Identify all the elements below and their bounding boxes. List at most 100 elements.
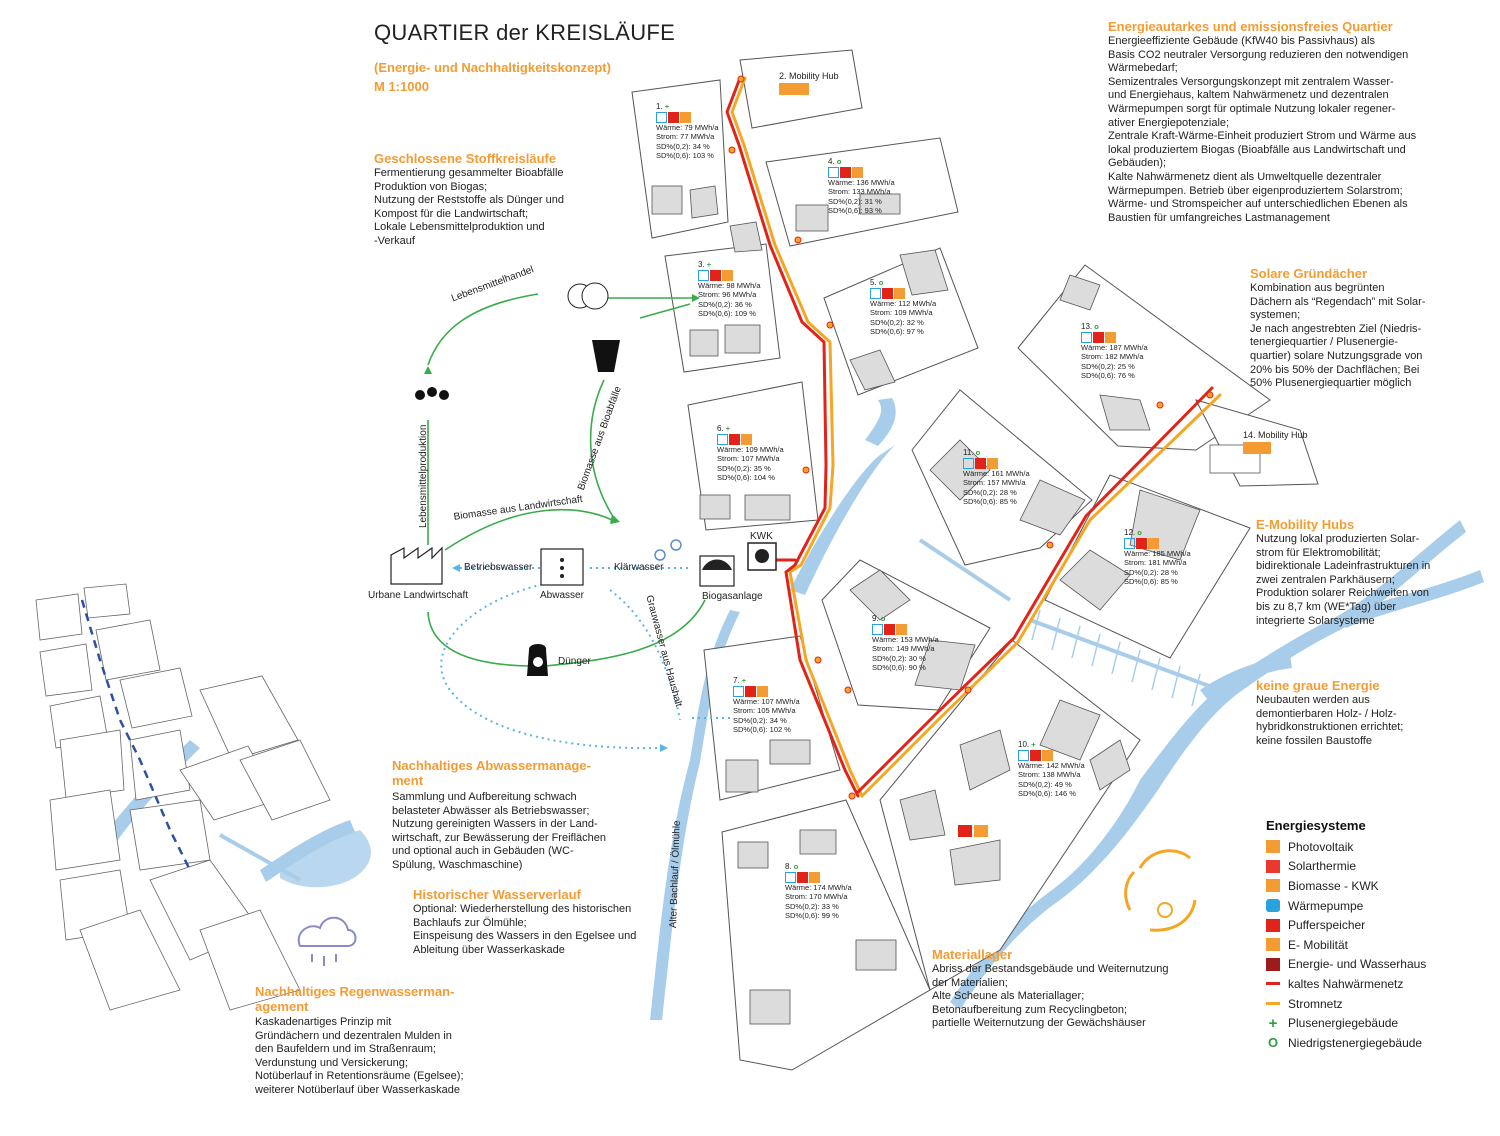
text-line: quartier) solare Nutzungsgrade von — [1250, 349, 1423, 362]
legend-item-emobilitaet: E- Mobilität — [1266, 935, 1486, 955]
building-number: 6. — [717, 424, 724, 433]
e-mobility-icon — [1243, 442, 1271, 454]
text-line: Bachlaufs zur Ölmühle; — [413, 916, 527, 929]
buffer-storage-icon — [884, 623, 895, 635]
text-line: Dächern als “Regendach” mit Solar- — [1250, 295, 1426, 308]
mobility-hub-2: 2. Mobility Hub — [779, 71, 839, 95]
building-footprints — [651, 185, 1261, 1025]
text-line: Einspeisung des Wassers in den Egelsee u… — [413, 930, 637, 943]
photovoltaic-icon — [1266, 840, 1280, 854]
emob-body: Nutzung lokal produzierten Solar- strom … — [1256, 533, 1430, 628]
waerme-value: Wärme: 174 MWh/a — [785, 882, 852, 892]
legend-label: Stromnetz — [1288, 996, 1343, 1011]
text-line: bidirektionale Ladeinfrastrukturen in — [1256, 560, 1431, 573]
strom-value: Strom: 109 MWh/a — [870, 308, 933, 318]
buffer-storage-icon — [1136, 537, 1147, 549]
buffer-storage-icon — [882, 287, 893, 299]
sd02-value: SD%(0,2): 28 % — [1124, 567, 1178, 577]
sd06-value: SD%(0,6): 97 % — [870, 327, 924, 337]
photovoltaic-icon — [1105, 331, 1116, 343]
buffer-storage-icon — [1093, 331, 1104, 343]
buffer-storage-icon — [797, 871, 808, 883]
text-line: Nutzung lokal produzierten Solar- — [1256, 533, 1420, 545]
sd06-value: SD%(0,6): 99 % — [785, 911, 839, 921]
legend-item-waermepumpe: Wärmepumpe — [1266, 896, 1486, 916]
sd02-value: SD%(0,2): 31 % — [828, 196, 882, 206]
text-line: demontierbaren Holz- / Holz- — [1256, 707, 1397, 720]
text-line: keine fossilen Baustoffe — [1256, 734, 1372, 747]
strom-value: Strom: 133 MWh/a — [828, 187, 891, 197]
sd06-value: SD%(0,6): 104 % — [717, 473, 775, 483]
heading-line: agement — [255, 999, 309, 1014]
building-5: 5. o Wärme: 112 MWh/a Strom: 109 MWh/a S… — [870, 278, 936, 337]
material-heading: Materiallager — [932, 947, 1013, 962]
building-number: 9. — [872, 614, 879, 623]
buffer-storage-icon — [1266, 918, 1280, 932]
sd02-value: SD%(0,2): 34 % — [733, 715, 787, 725]
flow-label-betriebswasser: Betriebswasser — [464, 562, 533, 573]
low-energy-mark: o — [793, 862, 799, 871]
legend-label: Wärmepumpe — [1288, 898, 1364, 913]
text-line: Lokale Lebensmittelproduktion und — [374, 221, 545, 234]
regen-heading: Nachhaltiges Regenwasserman- agement — [255, 984, 454, 1014]
photovoltaic-icon — [722, 269, 733, 281]
legend-item-photovoltaic: Photovoltaik — [1266, 837, 1486, 857]
heading-line: Nachhaltiges Abwassermanage- — [392, 758, 591, 773]
strom-value: Strom: 96 MWh/a — [698, 290, 757, 300]
biomass-icon — [1266, 879, 1280, 893]
waerme-value: Wärme: 112 MWh/a — [870, 298, 937, 308]
text-line: und optional auch in Gebäuden (WC- — [392, 845, 574, 858]
sd06-value: SD%(0,6): 93 % — [828, 206, 882, 216]
text-line: hybridkonstruktionen errichtet; — [1256, 721, 1404, 734]
text-line: 20% bis 50% der Dachflächen; Bei — [1250, 363, 1420, 376]
subtitle-line: (Energie- und Nachhaltigkeitskonzept) — [374, 60, 611, 75]
low-energy-mark: o — [880, 614, 886, 623]
material-body: Abriss der Bestandsgebäude und Weiternut… — [932, 963, 1168, 1031]
rain-cloud — [297, 916, 357, 966]
text-line: Alte Scheune als Materiallager; — [932, 990, 1085, 1003]
building-number: 12. — [1124, 528, 1136, 537]
sd06-value: SD%(0,6): 85 % — [1124, 577, 1178, 587]
building-9: 9. o Wärme: 153 MWh/a Strom: 149 MWh/a S… — [872, 614, 939, 673]
building-number: 1. — [656, 102, 663, 111]
stoffkreis-body: Fermentierung gesammelter Bioabfälle Pro… — [374, 167, 564, 249]
abwasser-heading: Nachhaltiges Abwassermanage- ment — [392, 758, 591, 788]
text-line: 50% Plusenergiequartier möglich — [1250, 377, 1412, 390]
building-number: 13. — [1081, 322, 1093, 331]
text-line: den Baufeldern und im Straßenraum; — [255, 1043, 436, 1056]
building-8: 8. o Wärme: 174 MWh/a Strom: 170 MWh/a S… — [785, 862, 852, 921]
plus-energy-mark: + — [706, 260, 712, 269]
energy-network — [725, 76, 1222, 798]
node-label-abwasser: Abwasser — [540, 590, 584, 601]
legend-item-stromnetz: Stromnetz — [1266, 994, 1486, 1014]
hub-label: 2. Mobility Hub — [779, 71, 839, 81]
sd02-value: SD%(0,2): 36 % — [698, 299, 752, 309]
plus-energy-mark: + — [664, 102, 670, 111]
waerme-value: Wärme: 98 MWh/a — [698, 280, 761, 290]
heat-pump-icon — [1266, 899, 1280, 913]
flow-label-duenger: Dünger — [558, 656, 591, 667]
plus-energy-mark: + — [741, 676, 747, 685]
strom-value: Strom: 138 MWh/a — [1018, 770, 1081, 780]
text-line: Abriss der Bestandsgebäude und Weiternut… — [932, 963, 1169, 975]
sd02-value: SD%(0,2): 32 % — [870, 317, 924, 327]
legend-label: Plusenergiegebäude — [1288, 1016, 1399, 1031]
text-line: Kompost für die Landwirtschaft; — [374, 207, 529, 220]
legend-item-pufferspeicher: Pufferspeicher — [1266, 915, 1486, 935]
overview-site-plan — [35, 583, 331, 1011]
heat-pump-icon — [870, 287, 881, 299]
building-number: 8. — [785, 862, 792, 871]
text-line: Sammlung und Aufbereitung schwach — [392, 791, 577, 803]
building-11: 11. o Wärme: 161 MWh/a Strom: 157 MWh/a … — [963, 448, 1030, 507]
sd06-value: SD%(0,6): 109 % — [698, 309, 756, 319]
node-label-urbane-landwirtschaft: Urbane Landwirtschaft — [368, 590, 469, 601]
heat-pump-icon — [785, 871, 796, 883]
legend-item-biomasse: Biomasse - KWK — [1266, 876, 1486, 896]
text-line: Zentrale Kraft-Wärme-Einheit produziert … — [1108, 130, 1417, 143]
text-line: Optional: Wiederherstellung des historis… — [413, 903, 632, 915]
building-number: 3. — [698, 260, 705, 269]
heading-line: Nachhaltiges Regenwasserman- — [255, 984, 455, 999]
